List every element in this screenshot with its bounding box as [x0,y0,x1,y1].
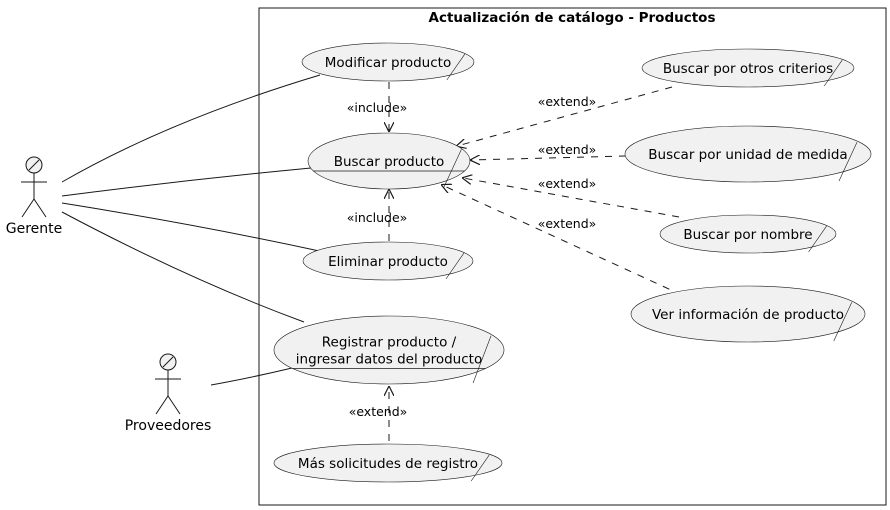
extend-label-otros_criterios-buscar: «extend» [538,94,597,109]
system-boundary [258,7,887,506]
use-case-ellipse [273,443,503,483]
connections: «include» «include» «extend» «extend» «exten… [61,74,683,441]
extend-label-ver_info-buscar: «extend» [538,216,597,231]
actor-label: Proveedores [125,418,212,434]
actor-proveedores[interactable]: Proveedores [125,353,212,434]
extend-label-mas_solicitudes-registrar: «extend» [349,404,408,419]
extend-label-nombre-buscar: «extend» [538,176,597,191]
business-slash-icon [472,335,492,384]
use-case-ellipse [273,315,505,385]
use-case-eliminar[interactable]: Eliminar producto [302,241,474,281]
use-case-otros-criterios[interactable]: Buscar por otros criterios [641,48,855,88]
business-slash-icon [838,142,858,182]
use-case-label: Buscar por otros criterios [663,61,833,77]
actor-leg-left [155,395,169,415]
actor-leg-right [167,395,181,415]
use-case-nombre[interactable]: Buscar por nombre [659,214,837,254]
extend-arrow-nombre-buscar [463,178,680,218]
use-case-ellipse [659,214,837,254]
business-slash-icon [808,225,827,253]
extend-label-unidad_medida-buscar: «extend» [538,142,597,157]
use-case-buscar[interactable]: Buscar producto [307,132,471,190]
business-slash-icon [443,149,462,189]
use-case-label: Buscar por nombre [683,227,812,243]
business-slash-icon [28,159,40,171]
actor-leg-right [33,198,47,218]
business-slash-icon [833,302,853,342]
business-slash-icon [823,59,843,87]
use-case-label: Ver información de producto [652,307,844,323]
extend-arrow-unidad_medida-buscar [471,156,627,160]
association-gerente-buscar [61,167,312,197]
include-label-eliminar-buscar: «include» [347,210,408,225]
extend-arrow-ver_info-buscar [442,185,683,296]
include-label-modificar-buscar: «include» [347,100,408,115]
business-slash-icon [445,252,465,280]
extend-arrow-otros_criterios-buscar [457,86,673,146]
use-case-ver-info[interactable]: Ver información de producto [630,285,866,343]
use-case-registrar[interactable]: Registrar producto /ingresar datos del p… [273,315,505,385]
business-slash-icon [446,53,466,81]
actor-leg-left [21,198,35,218]
use-case-ellipse [641,48,855,88]
association-gerente-modificar [61,74,321,183]
actor-gerente[interactable]: Gerente [6,156,63,237]
actor-label: Gerente [6,221,63,237]
use-case-label: Buscar por unidad de medida [648,147,847,163]
use-case-label: Registrar producto / [322,335,457,351]
use-case-label: Eliminar producto [328,254,448,270]
use-case-modificar[interactable]: Modificar producto [301,42,475,82]
use-case-mas-solicitudes[interactable]: Más solicitudes de registro [273,443,503,483]
use-case-ellipse [301,42,475,82]
use-case-ellipse [624,125,872,183]
association-gerente-registrar [61,211,305,323]
use-case-label: Buscar producto [334,154,445,170]
business-slash-icon [470,454,490,482]
use-case-unidad-medida[interactable]: Buscar por unidad de medida [624,125,872,183]
use-case-ellipse [630,285,866,343]
use-case-label: Modificar producto [325,55,451,71]
association-gerente-eliminar [61,202,325,253]
business-slash-icon [162,356,174,368]
use-case-ellipse [307,132,471,190]
use-case-label: Más solicitudes de registro [298,456,478,472]
use-case-ellipse [302,241,474,281]
system-title: Actualización de catálogo - Productos [429,10,716,26]
association-proveedores-registrar [210,367,293,386]
use-case-label: ingresar datos del producto [296,352,482,368]
